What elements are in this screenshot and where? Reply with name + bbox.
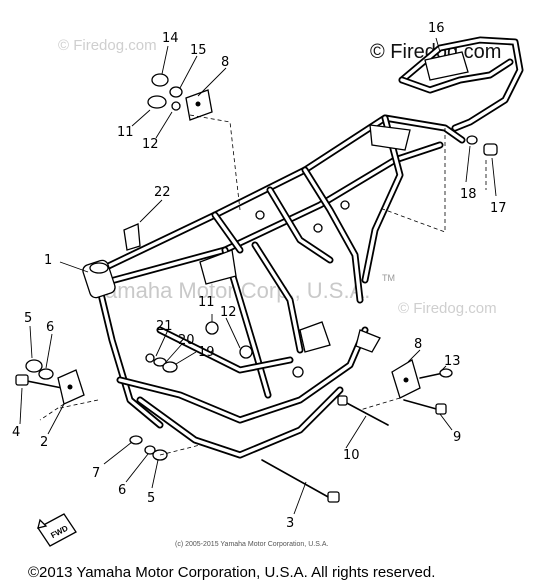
long-bolts: [261, 395, 389, 503]
callout-14: 14: [162, 31, 179, 46]
top-left-fasteners: [147, 73, 213, 121]
callout-1: 1: [44, 253, 52, 268]
callout-16: 16: [428, 21, 445, 36]
callout-8-top: 8: [221, 55, 229, 70]
callout-2: 2: [40, 435, 48, 450]
main-frame: [82, 114, 466, 459]
lower-left-fasteners: [129, 435, 168, 461]
diagram-copyright: (c) 2005-2015 Yamaha Motor Corporation, …: [175, 541, 328, 548]
watermark-site-mid-right: © Firedog.com: [398, 300, 497, 317]
callout-20: 20: [178, 333, 195, 348]
callout-10: 10: [343, 448, 360, 463]
callout-8-right: 8: [414, 337, 422, 352]
callout-5-lower: 5: [147, 491, 155, 506]
footer-copyright: ©2013 Yamaha Motor Corporation, U.S.A. A…: [28, 564, 435, 581]
callout-labels: 1 2 3 4 5 5 6 6 7 8 8 9 10 11 11 12 12 1…: [12, 21, 507, 531]
assembly-lines: [39, 114, 487, 456]
callout-5-left: 5: [24, 311, 32, 326]
callout-7: 7: [92, 466, 100, 481]
rear-bushings: [466, 135, 498, 156]
bracket-22: [123, 223, 141, 251]
left-front-fasteners: [15, 359, 85, 405]
callout-12-top: 12: [142, 137, 159, 152]
callout-3: 3: [286, 516, 294, 531]
callout-6-left: 6: [46, 320, 54, 335]
callout-15: 15: [190, 43, 207, 58]
callout-12-mid: 12: [220, 305, 237, 320]
grab-rail: [398, 36, 524, 132]
callout-18: 18: [460, 187, 477, 202]
right-mount-bracket: [391, 359, 453, 415]
trademark-mark: TM: [382, 273, 395, 283]
callout-17: 17: [490, 201, 507, 216]
callout-4: 4: [12, 425, 20, 440]
watermark-site-top-left: © Firedog.com: [58, 37, 157, 54]
callout-22: 22: [154, 185, 171, 200]
leader-lines: [19, 37, 497, 515]
callout-13: 13: [444, 354, 461, 369]
callout-11-mid: 11: [198, 295, 215, 310]
forward-arrow: FWD: [37, 513, 77, 547]
callout-21: 21: [156, 319, 173, 334]
engine-mount-fasteners: [145, 353, 178, 373]
callout-9: 9: [453, 430, 461, 445]
callout-19: 19: [198, 345, 215, 360]
callout-6-lower: 6: [118, 483, 126, 498]
callout-11-top: 11: [117, 125, 134, 140]
